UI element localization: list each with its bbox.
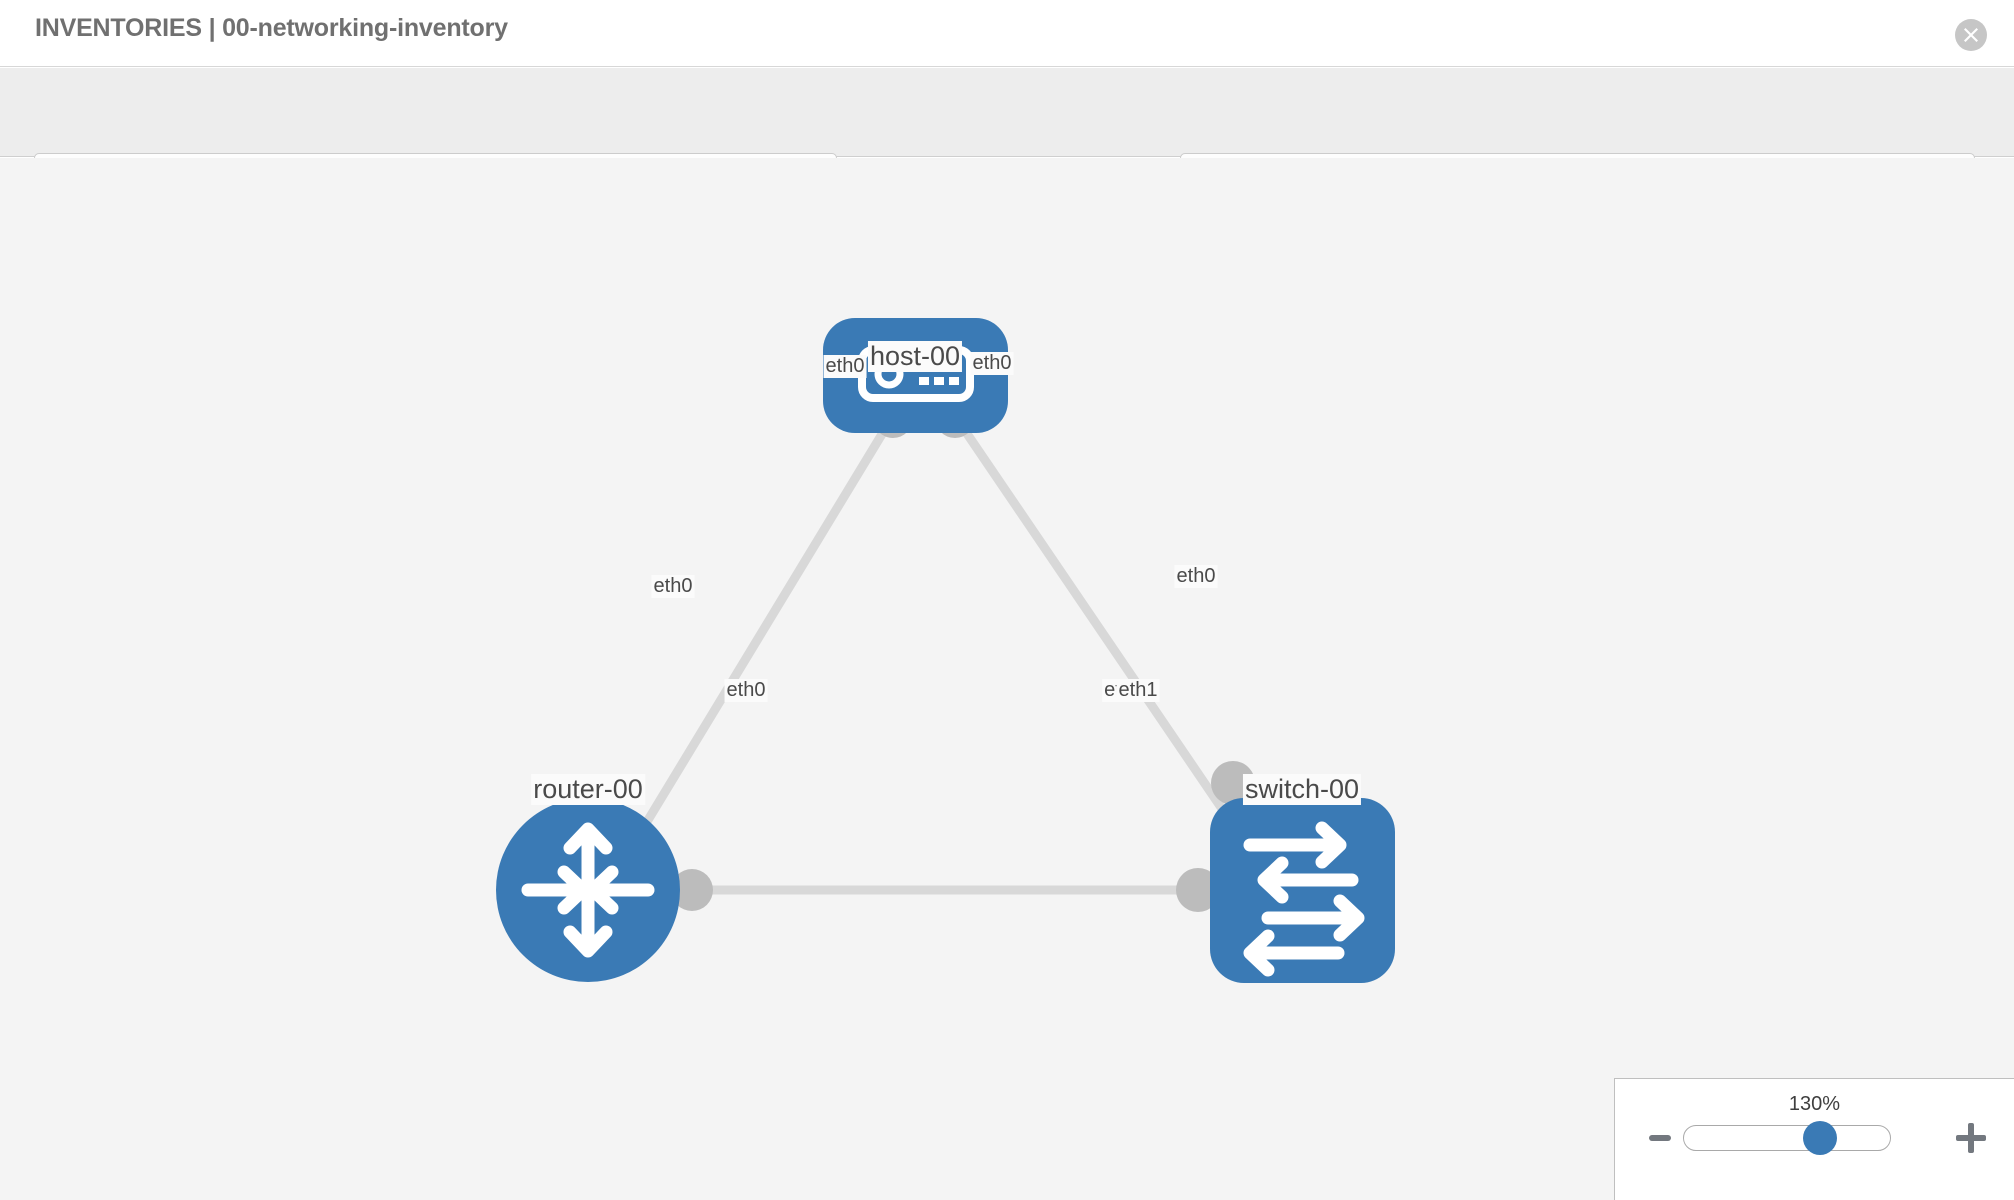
node-label-switch-00: switch-00 — [1242, 774, 1362, 805]
node-label-router-00: router-00 — [531, 774, 645, 805]
topology-canvas[interactable]: eth0 eth0 eth0 eth0 eth0 eth eth1 host-0… — [0, 158, 2014, 1200]
connector-router-right — [671, 869, 713, 911]
switch-arrows-icon — [1243, 821, 1365, 977]
zoom-control-panel: 130% — [1614, 1078, 2014, 1200]
node-label-host-00: host-00 — [867, 341, 963, 372]
toolbar: ACTIONS SEARCH — [0, 68, 2014, 206]
node-router-00 — [496, 798, 680, 982]
node-switch-00 — [1210, 798, 1395, 983]
edge-label: eth0 — [724, 679, 768, 702]
connector-switch-left — [1176, 868, 1220, 912]
edge-label: eth0 — [651, 575, 695, 598]
close-icon[interactable] — [1955, 19, 1987, 51]
edge-label: eth0 — [1174, 565, 1218, 588]
edge-group — [620, 411, 1255, 895]
zoom-level-value: 130% — [1788, 1093, 1841, 1115]
plus-icon[interactable] — [1956, 1123, 1986, 1153]
edge-host-router — [620, 411, 898, 863]
edge-host-switch — [950, 411, 1255, 855]
zoom-slider-track[interactable] — [1683, 1125, 1891, 1151]
zoom-slider-thumb[interactable] — [1803, 1121, 1837, 1155]
page-title: INVENTORIES | 00-networking-inventory — [35, 14, 508, 42]
topology-svg — [496, 318, 1395, 983]
page-header: INVENTORIES | 00-networking-inventory — [0, 0, 2014, 67]
edge-label: eth0 — [823, 355, 867, 378]
edge-label: eth0 — [970, 352, 1014, 375]
connector-group — [671, 398, 1255, 912]
router-arrows-icon — [521, 822, 655, 958]
edge-label: eth1 — [1116, 679, 1160, 702]
minus-icon[interactable] — [1649, 1135, 1671, 1141]
